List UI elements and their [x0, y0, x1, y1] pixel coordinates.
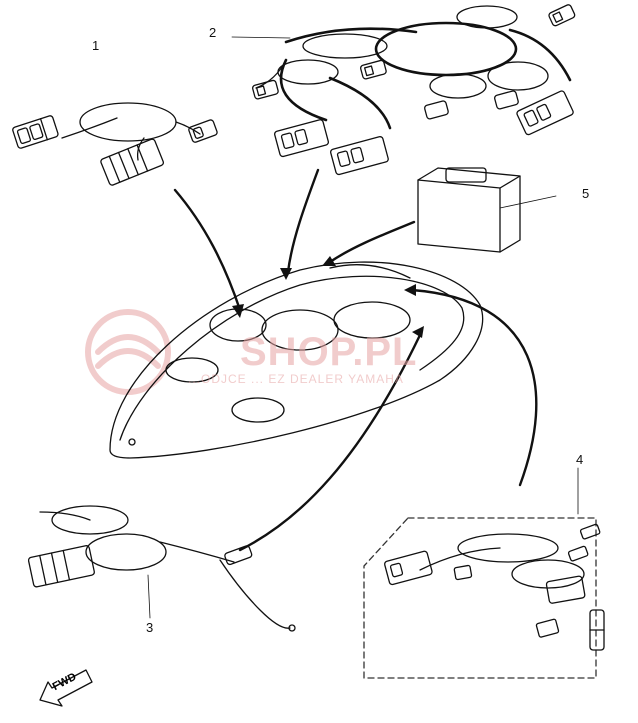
arrow-head	[412, 326, 424, 338]
wire-harness-1	[12, 102, 218, 186]
battery	[417, 167, 557, 253]
callout-1: 1	[92, 38, 100, 53]
arrow-head	[404, 284, 416, 296]
wire-harness-2	[231, 4, 576, 176]
callout-2: 2	[209, 25, 217, 40]
arrow-head	[232, 304, 244, 318]
wire-harness-3	[27, 505, 296, 632]
callout-3: 3	[146, 620, 154, 635]
fwd-arrow	[39, 669, 93, 707]
wire-harness-4	[363, 467, 605, 679]
arrow-head	[322, 256, 336, 266]
routing-arrows	[173, 168, 538, 552]
arrow-head	[280, 268, 292, 280]
callout-5: 5	[582, 186, 590, 201]
callout-4: 4	[576, 452, 584, 467]
